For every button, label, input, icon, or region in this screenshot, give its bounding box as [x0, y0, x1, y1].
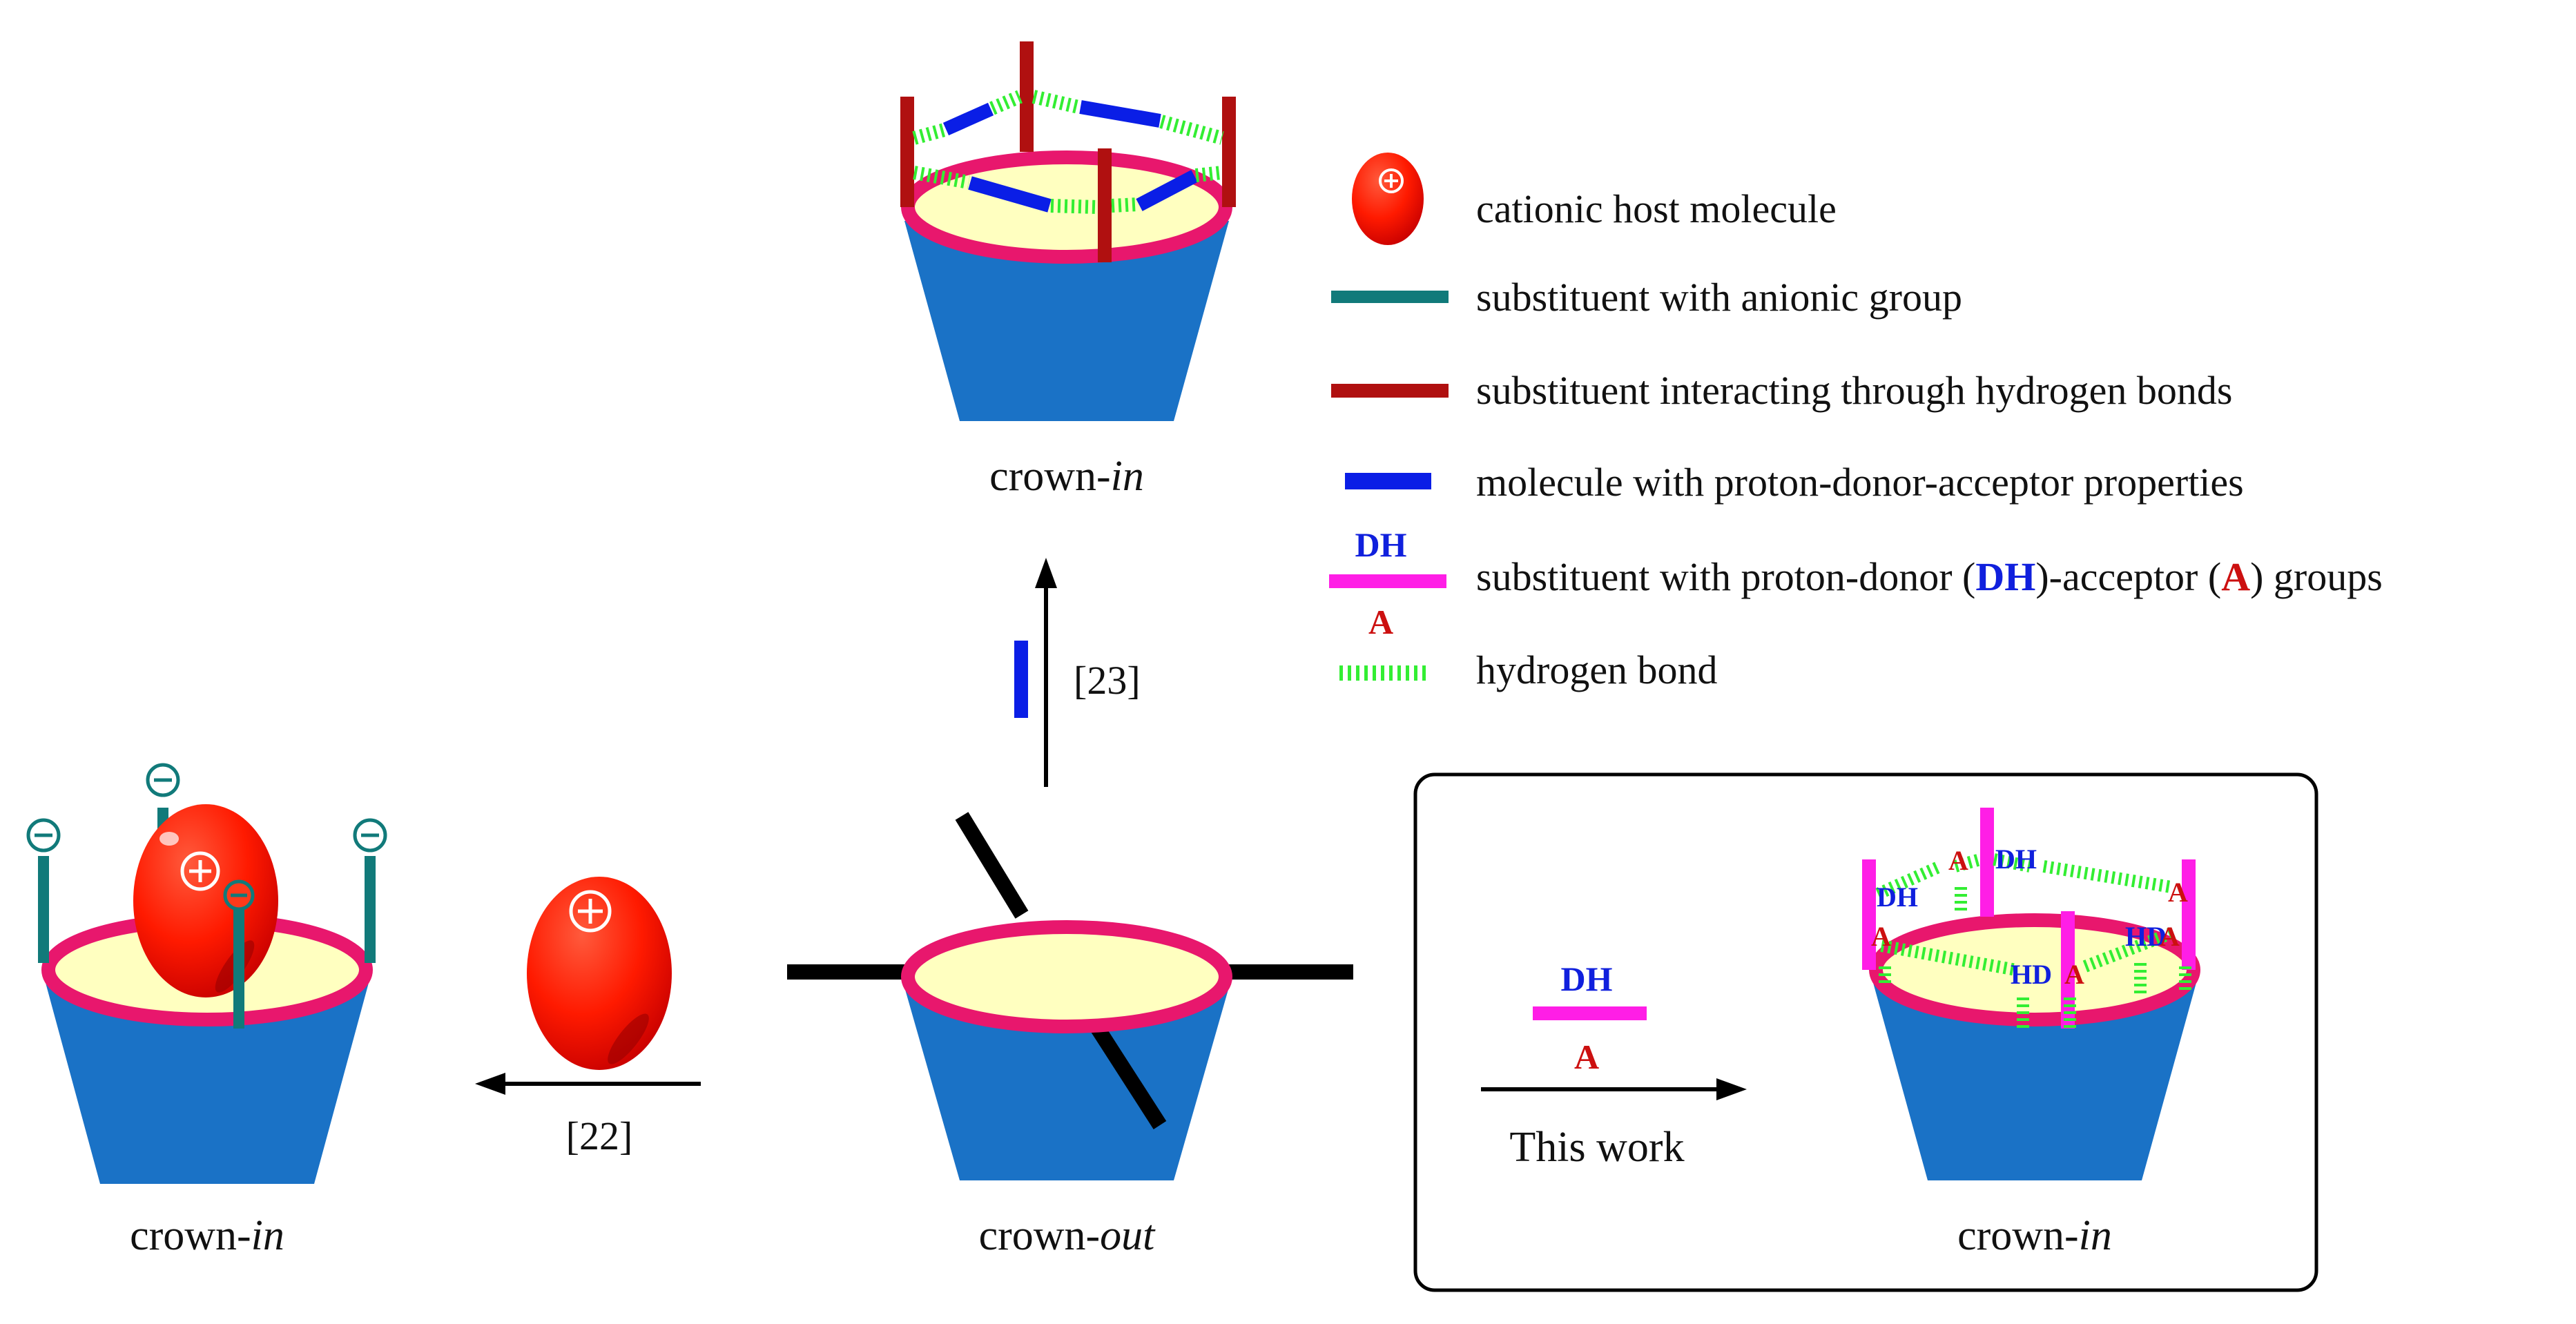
right-hd-label: HD: [2011, 959, 2052, 990]
top-cup-label: crown-in: [989, 453, 1144, 500]
legend-cation-text: cationic host molecule: [1476, 186, 1837, 231]
top-crown-in-cup: [900, 41, 1236, 421]
center-outward-substituents: [787, 812, 1353, 1129]
pda-molecule-reagent-icon: [1014, 641, 1028, 718]
top-hydrogen-bonds: [912, 90, 1224, 214]
minus-charge-icons: [26, 763, 387, 911]
arrow-right: [1481, 1078, 1747, 1100]
legend-hbond-text: hydrogen bond: [1476, 648, 1718, 692]
right-a-label: A: [2168, 877, 2188, 908]
legend-dha-icon: [1329, 574, 1446, 588]
this-work-dh: DH: [1561, 960, 1613, 998]
arrow-up: [1035, 558, 1057, 787]
right-a-label: A: [1948, 845, 1968, 876]
legend-anionic-text: substituent with anionic group: [1476, 275, 1962, 320]
legend-anionic-icon: [1331, 291, 1449, 303]
cation-reagent: [527, 877, 672, 1070]
plus-charge-icon: [569, 890, 612, 933]
legend-dh-symbol: DH: [1355, 525, 1407, 564]
left-cup-label: crown-in: [130, 1212, 284, 1259]
center-cup-label: crown-out: [979, 1212, 1156, 1259]
right-a-label: A: [2160, 921, 2180, 952]
this-work-dha-reagent: [1533, 1006, 1647, 1020]
right-crown-in-cup: DH A DH A A HD A HD A: [1862, 808, 2200, 1180]
legend-dha-text: substituent with proton-donor (DH)-accep…: [1476, 554, 2383, 599]
legend: cationic host molecule substituent with …: [1329, 153, 2383, 692]
ref-23: [23]: [1074, 658, 1141, 703]
right-hydrogen-bonds: [1875, 853, 2191, 1029]
right-cup-body: [1872, 980, 2197, 1180]
top-pda-molecules: [942, 100, 1198, 213]
right-dh-label: DH: [1995, 844, 2037, 875]
legend-pda-icon: [1345, 473, 1431, 489]
center-cup-rim: [901, 920, 1232, 1033]
right-dh-label: DH: [1877, 882, 1918, 913]
right-a-label: A: [2064, 959, 2084, 990]
legend-cation-icon: [1352, 153, 1424, 245]
right-cup-label: crown-in: [1957, 1212, 2112, 1259]
center-crown-out-cup: [787, 812, 1353, 1180]
right-hd-label: HD: [2125, 921, 2167, 952]
right-a-label: A: [1871, 921, 1891, 952]
center-cup-body: [904, 987, 1229, 1180]
hosted-cation: [133, 804, 278, 997]
legend-hbond-sub-icon: [1331, 384, 1449, 398]
left-cup-body: [45, 980, 369, 1184]
legend-pda-text: molecule with proton-donor-acceptor prop…: [1476, 460, 2244, 505]
plus-charge-icon: [180, 851, 220, 891]
legend-hbond-sub-text: substituent interacting through hydrogen…: [1476, 368, 2232, 413]
right-donor-acceptor-labels: DH A DH A A HD A HD A: [1871, 844, 2188, 990]
this-work-caption: This work: [1509, 1124, 1684, 1171]
top-hbond-substituents: [900, 41, 1236, 262]
top-cup-body: [904, 221, 1229, 421]
this-work-box: [1413, 772, 2318, 1292]
legend-a-symbol: A: [1368, 603, 1393, 641]
this-work-a: A: [1574, 1038, 1599, 1076]
left-crown-in-cup: [26, 763, 387, 1184]
arrow-left: [475, 1073, 701, 1095]
ref-22: [22]: [566, 1113, 633, 1158]
